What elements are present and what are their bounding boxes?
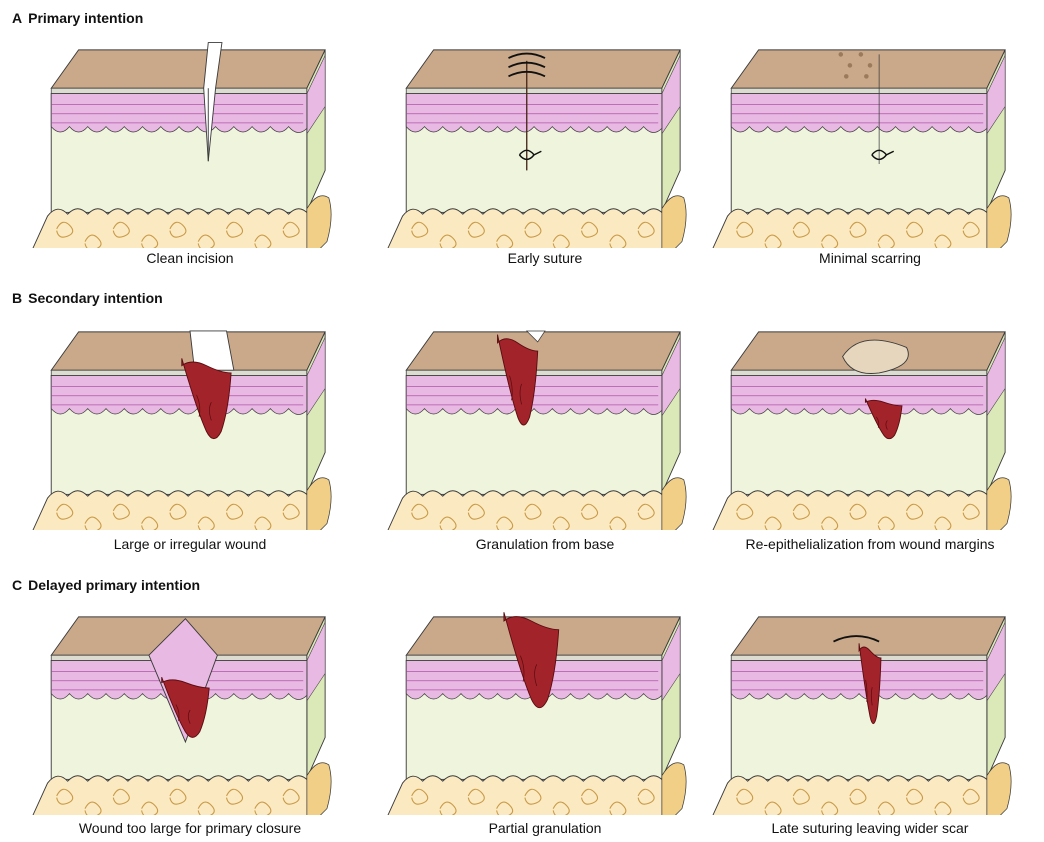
skin-diagram (30, 605, 350, 815)
dermis-layer (731, 94, 987, 133)
side-fat (987, 196, 1011, 248)
epidermis-stripe (406, 88, 662, 93)
caption-early-suture: Early suture (380, 250, 710, 266)
side-fat (662, 478, 686, 530)
epidermis-top-surface (406, 332, 680, 370)
epidermis-top-surface (731, 50, 1005, 88)
suture-mark (859, 52, 864, 57)
skin-diagram (385, 38, 705, 248)
caption-open-wound: Wound too large for primary closure (25, 820, 355, 836)
dermis-layer (731, 376, 987, 415)
suture-mark (868, 63, 873, 68)
side-fat (662, 763, 686, 815)
panel-early-suture (385, 38, 705, 258)
section-title-text: Delayed primary intention (28, 577, 200, 593)
dermis-layer (731, 661, 987, 700)
section-title-c: C Delayed primary intention (12, 577, 200, 593)
skin-diagram (710, 320, 1030, 530)
panel-late-suturing (710, 605, 1030, 825)
skin-diagram (30, 38, 350, 248)
section-title-text: Primary intention (28, 10, 143, 26)
section-letter: A (12, 10, 22, 26)
dermis-layer (51, 94, 307, 133)
suture-mark (844, 74, 849, 79)
dermis-layer (51, 376, 307, 415)
caption-late-suturing: Late suturing leaving wider scar (705, 820, 1035, 836)
section-title-a: A Primary intention (12, 10, 143, 26)
epidermis-stripe (51, 88, 307, 93)
skin-diagram (710, 38, 1030, 248)
caption-minimal-scarring: Minimal scarring (705, 250, 1035, 266)
side-fat (307, 196, 331, 248)
skin-diagram (30, 320, 350, 530)
section-title-b: B Secondary intention (12, 290, 163, 306)
caption-clean-incision: Clean incision (25, 250, 355, 266)
skin-diagram (710, 605, 1030, 815)
panel-partial-granulation (385, 605, 705, 825)
side-fat (987, 763, 1011, 815)
panel-open-wound (30, 605, 350, 825)
epidermis-stripe (731, 88, 987, 93)
side-fat (307, 478, 331, 530)
suture-mark (839, 52, 844, 57)
section-title-text: Secondary intention (28, 290, 163, 306)
panel-granulation (385, 320, 705, 540)
suture-mark (848, 63, 853, 68)
suture-mark (864, 74, 869, 79)
epidermis-stripe (731, 655, 987, 660)
epidermis-top-surface (51, 50, 325, 88)
caption-partial-granulation: Partial granulation (380, 820, 710, 836)
panel-reepithelialization (710, 320, 1030, 540)
panel-minimal-scarring (710, 38, 1030, 258)
skin-diagram (385, 605, 705, 815)
side-fat (987, 478, 1011, 530)
caption-reepithelialization: Re-epithelialization from wound margins (705, 536, 1035, 552)
caption-large-wound: Large or irregular wound (25, 536, 355, 552)
epidermis-top-surface (406, 50, 680, 88)
panel-clean-incision (30, 38, 350, 258)
panel-large-wound (30, 320, 350, 540)
caption-granulation: Granulation from base (380, 536, 710, 552)
section-letter: C (12, 577, 22, 593)
epidermis-stripe (51, 370, 307, 375)
section-letter: B (12, 290, 22, 306)
side-fat (662, 196, 686, 248)
skin-diagram (385, 320, 705, 530)
side-fat (307, 763, 331, 815)
dermis-layer (406, 94, 662, 133)
